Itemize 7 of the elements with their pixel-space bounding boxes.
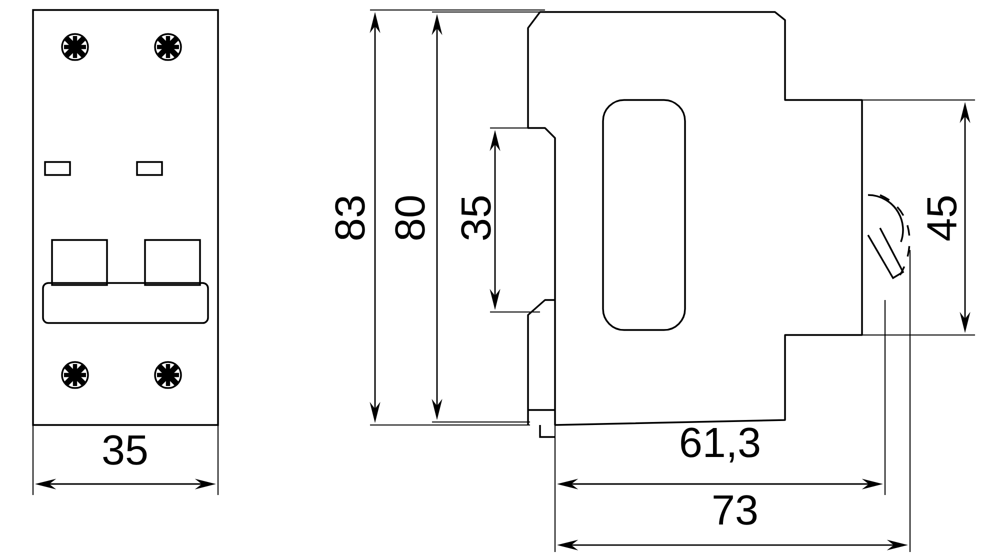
dimension-label: 80 [395,196,425,240]
dimension-label: 35 [461,196,491,240]
dimension-label: 35 [103,435,147,465]
dimension-label: 45 [927,196,957,240]
dimension-label: 83 [335,196,365,240]
dimension-label: 73 [714,495,757,525]
dimension-label: 61,3 [681,428,760,462]
